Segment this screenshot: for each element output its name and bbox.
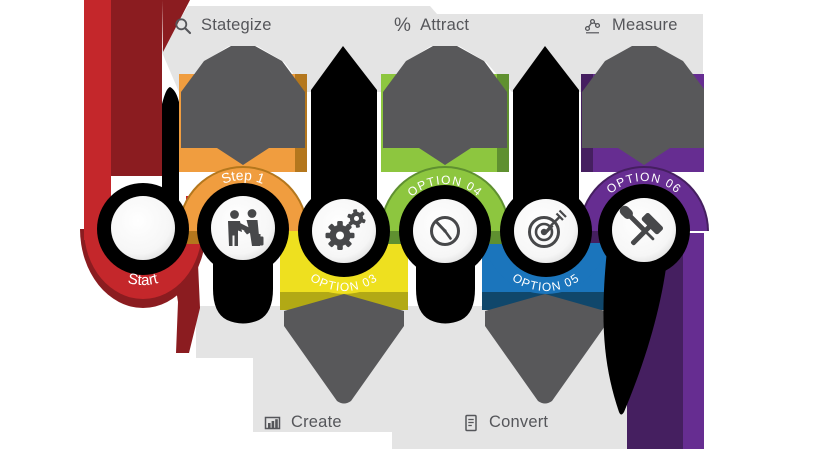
- phase-create: Create: [264, 413, 342, 432]
- teardrop-option03: [311, 46, 377, 213]
- ribbon-start: [80, 0, 206, 353]
- teardrops: [97, 46, 690, 415]
- step-circle-start: [111, 196, 175, 260]
- arrow-down-create: [284, 294, 404, 404]
- arrow-up-option06: [582, 46, 704, 165]
- gears-icon: [325, 209, 366, 250]
- phase-convert-label: Convert: [489, 413, 549, 431]
- teardrop-step1: [213, 235, 273, 324]
- teardrop-start: [162, 87, 179, 213]
- start-label: Start: [127, 270, 161, 289]
- arrow-down-convert: [485, 294, 605, 404]
- phase-measure: Measure: [584, 16, 678, 35]
- arrow-up-step1: [181, 46, 305, 165]
- phase-attract-label: Attract: [420, 16, 470, 34]
- start-band: [84, 0, 111, 240]
- tools-icon: [619, 205, 663, 246]
- teardrop-option06: [603, 250, 668, 415]
- document-icon: [465, 414, 477, 431]
- node-graph-icon: [584, 18, 601, 33]
- phase-create-label: Create: [291, 413, 342, 431]
- target-icon: [528, 209, 567, 248]
- bar-chart-icon: [264, 416, 281, 429]
- step-icons: [228, 205, 663, 250]
- start-band-shadow: [106, 0, 162, 176]
- phase-stategize: Stategize: [174, 16, 272, 35]
- top-panel: [161, 6, 703, 92]
- clock-icon: [430, 216, 460, 246]
- phase-measure-label: Measure: [612, 16, 678, 34]
- phase-convert: Convert: [462, 413, 548, 432]
- start-arc-tail: [174, 264, 200, 353]
- teardrop-option05: [513, 46, 579, 213]
- step1-label: Step 1: [219, 167, 267, 187]
- phase-attract: % Attract: [394, 16, 469, 35]
- magnifier-icon: [175, 17, 192, 34]
- arrow-up-option04: [383, 46, 507, 165]
- handshake-icon: [228, 209, 264, 246]
- phase-stategize-label: Stategize: [201, 16, 272, 34]
- percent-icon: %: [394, 15, 412, 36]
- option06-downband: [683, 233, 704, 449]
